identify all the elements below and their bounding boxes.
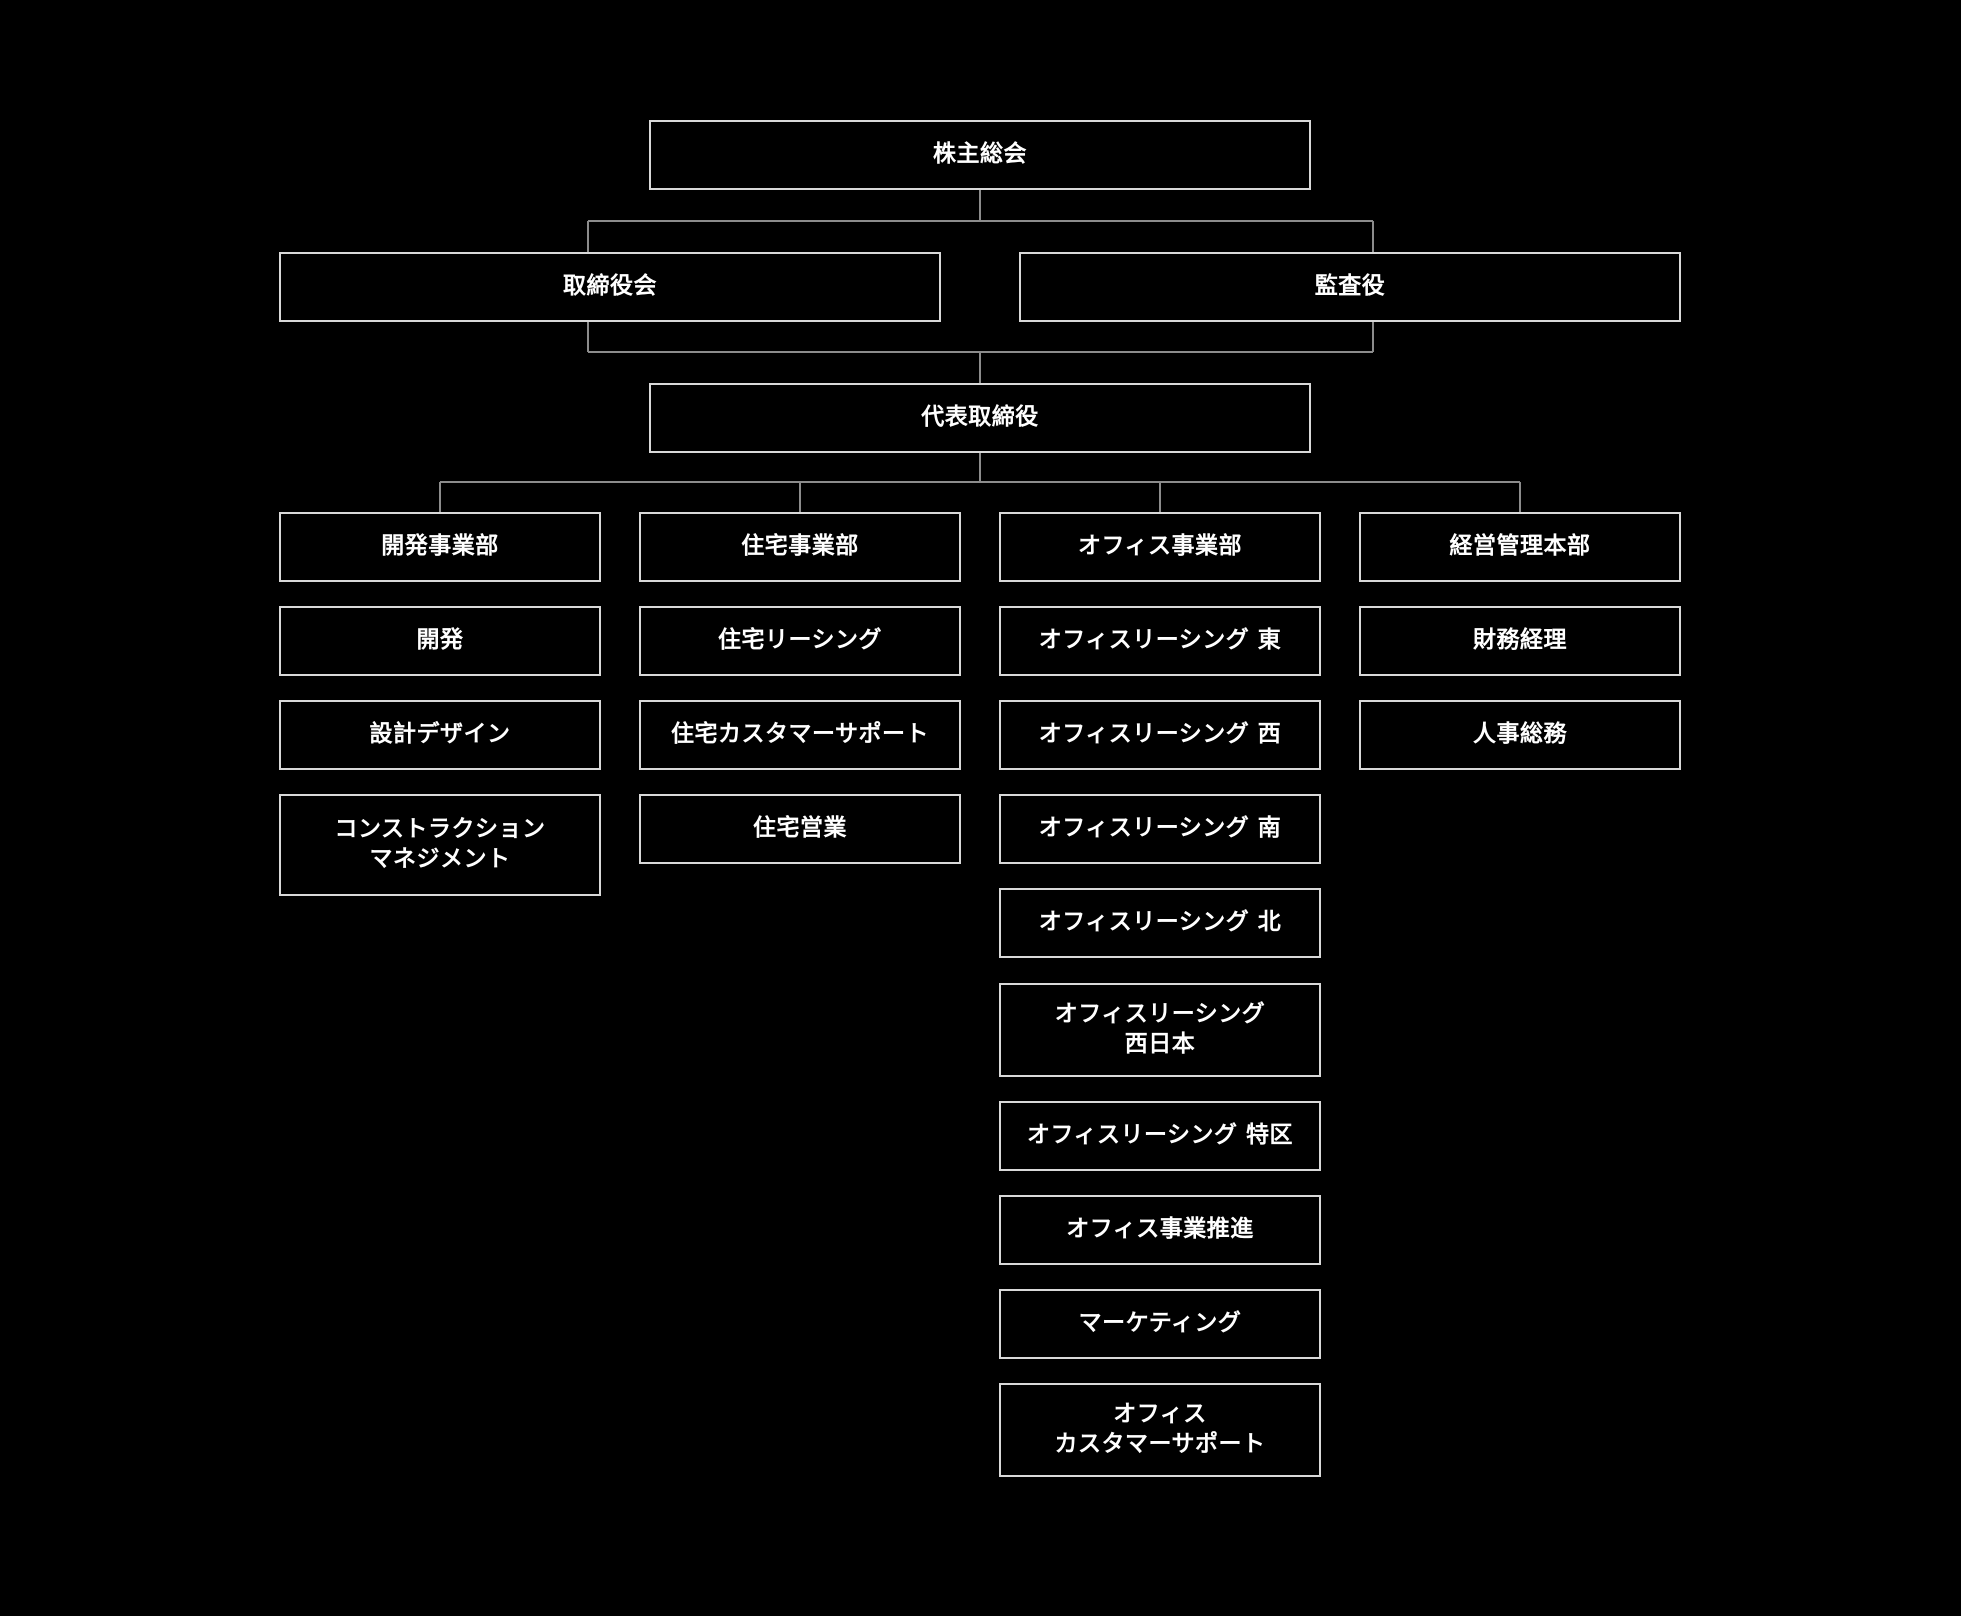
node-residential-division: 住宅事業部 (639, 512, 961, 582)
node-design: 設計デザイン (279, 700, 601, 770)
node-ceo: 代表取締役 (649, 383, 1311, 453)
node-residential-sales: 住宅営業 (639, 794, 961, 864)
node-residential-leasing: 住宅リーシング (639, 606, 961, 676)
node-office-customer-support: オフィス カスタマーサポート (999, 1383, 1321, 1477)
node-development: 開発 (279, 606, 601, 676)
node-office-leasing-west-japan: オフィスリーシング 西日本 (999, 983, 1321, 1077)
node-office-leasing-west: オフィスリーシング 西 (999, 700, 1321, 770)
node-marketing: マーケティング (999, 1289, 1321, 1359)
node-office-leasing-north: オフィスリーシング 北 (999, 888, 1321, 958)
node-auditor: 監査役 (1019, 252, 1681, 322)
node-board-of-directors: 取締役会 (279, 252, 941, 322)
node-office-leasing-special-zone: オフィスリーシング 特区 (999, 1101, 1321, 1171)
node-hr-general-affairs: 人事総務 (1359, 700, 1681, 770)
node-shareholders-meeting: 株主総会 (649, 120, 1311, 190)
node-office-division: オフィス事業部 (999, 512, 1321, 582)
node-management-headquarters: 経営管理本部 (1359, 512, 1681, 582)
node-office-business-promotion: オフィス事業推進 (999, 1195, 1321, 1265)
node-construction-management: コンストラクション マネジメント (279, 794, 601, 896)
node-residential-customer-support: 住宅カスタマーサポート (639, 700, 961, 770)
node-finance-accounting: 財務経理 (1359, 606, 1681, 676)
node-office-leasing-east: オフィスリーシング 東 (999, 606, 1321, 676)
node-office-leasing-south: オフィスリーシング 南 (999, 794, 1321, 864)
node-development-division: 開発事業部 (279, 512, 601, 582)
